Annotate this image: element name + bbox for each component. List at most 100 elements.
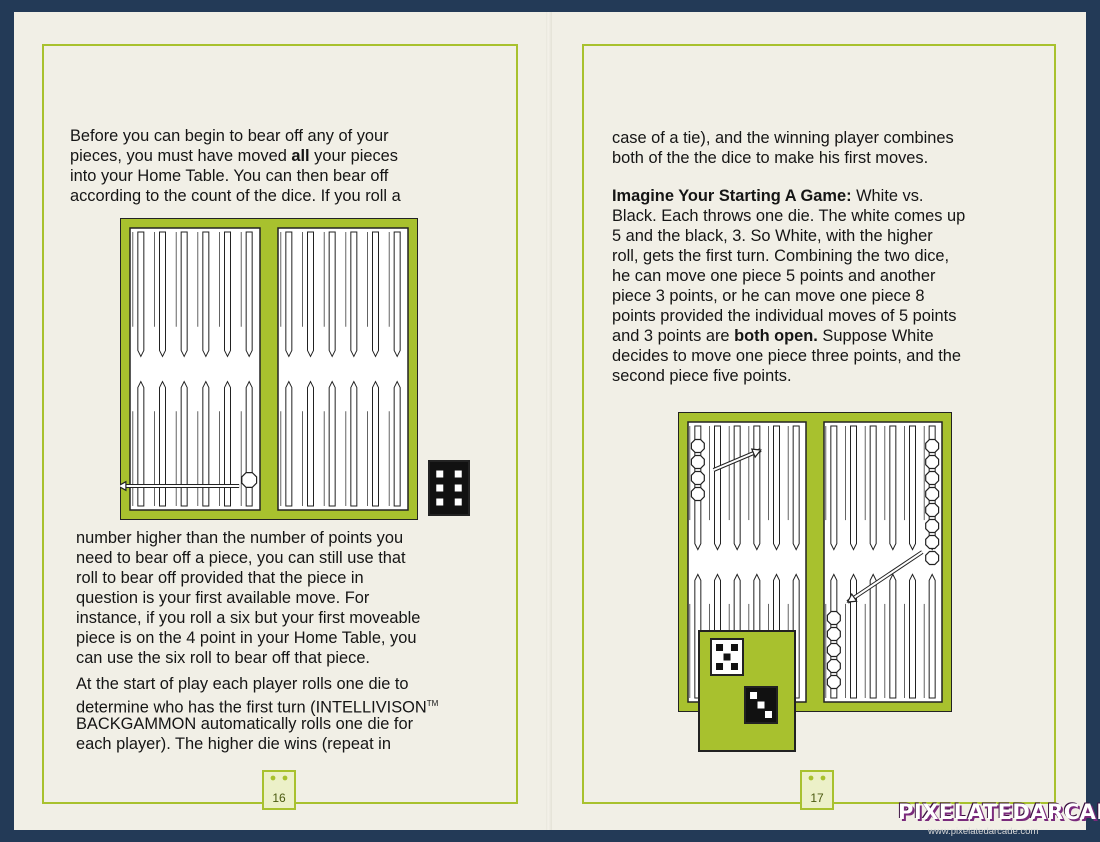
text-line: Before you can begin to bear off any of … [70,127,389,145]
text-line: second piece five points. [612,367,792,385]
text-line: piece is on the 4 point in your Home Tab… [76,629,417,647]
text-line: decides to move one piece three points, … [612,347,961,365]
board-point [159,380,166,507]
checker [690,454,705,470]
move-arrow-head [846,592,858,603]
checker [925,454,940,470]
text-line: need to bear off a piece, you can still … [76,549,406,567]
text-line: Imagine Your Starting A Game: White vs. [612,187,924,205]
page-number-badge: 17 [800,770,834,810]
board-half [823,421,943,703]
board-point [869,425,877,551]
checker [925,438,940,454]
text-line: number higher than the number of points … [76,529,404,547]
board-point [245,231,253,358]
board-point [733,425,741,551]
move-arrow-head [750,448,762,459]
checker [826,674,841,690]
checker [925,486,940,502]
board-point [224,380,231,507]
text-line: both of the the dice to make his first m… [612,149,929,167]
board-half [277,227,409,511]
die-pip [436,470,444,478]
board-point [393,380,401,507]
board-point [909,573,916,699]
board-point [372,380,379,507]
checker [690,438,705,454]
board-point [714,425,721,551]
board-point [792,425,800,551]
text-line: question is your first available move. F… [76,589,370,607]
move-arrow-core [847,551,923,603]
board-point [307,231,314,358]
trademark-mark: TM [426,699,439,708]
checker [925,470,940,486]
checker [826,658,841,674]
board-point [307,380,314,507]
die-pip [723,653,731,661]
board-point [850,425,857,551]
dice-roll-inset [698,630,796,752]
page-number-badge: 16 [262,770,296,810]
text-line: determine who has the first turn (INTELL… [76,698,439,717]
die-pips-icon [270,775,288,781]
page-number: 17 [810,791,824,805]
board-point [350,231,358,358]
board-point [869,573,877,699]
text-line: can use the six roll to bear off that pi… [76,649,370,667]
watermark-url: www.pixelatedarcade.com [928,826,1039,837]
die-pip [757,701,765,709]
text-line: piece 3 points, or he can move one piece… [612,287,925,305]
text-line: he can move one piece 5 points and anoth… [612,267,936,285]
text-line: 5 and the black, 3. So White, with the h… [612,227,933,245]
checker [925,550,940,566]
board-point [393,231,401,358]
board-point [372,231,379,358]
die-pips-icon [808,775,826,781]
die-pip [436,484,444,492]
text-line: roll, gets the first turn. Combining the… [612,247,950,265]
checker [690,470,705,486]
text-line: according to the count of the dice. If y… [70,187,401,205]
text-line: BACKGAMMON automatically rolls one die f… [76,715,414,733]
die-five-icon [710,638,744,676]
die-six-icon [428,460,470,516]
text-line: case of a tie), and the winning player c… [612,129,954,147]
move-arrow-core [713,449,762,471]
text-line: and 3 points are both open. Suppose Whit… [612,327,934,345]
board-point [773,425,780,551]
die-pip [764,711,772,718]
board-point [328,380,336,507]
board-point [202,231,210,358]
die-pip [730,663,738,670]
board-point [830,573,838,699]
board-point [180,380,188,507]
checker [690,486,705,502]
board-half [129,227,261,511]
die-pip [750,692,758,699]
board-point [202,380,210,507]
die-pip [436,498,444,506]
die-pip [716,663,724,670]
board-point [909,425,916,551]
text-line: each player). The higher die wins (repea… [76,735,391,753]
backgammon-board-diagram [678,412,952,712]
board-point [285,380,293,507]
checker [925,518,940,534]
board-point [137,231,145,358]
backgammon-board-diagram [120,218,418,520]
board-point [159,231,166,358]
checker [925,502,940,518]
board-point [928,573,936,699]
page-right: case of a tie), and the winning player c… [552,12,1086,830]
board-point [694,425,702,551]
board-point [830,425,838,551]
checker [826,610,841,626]
board-point [137,380,145,507]
die-pip [730,644,738,651]
move-arrow-head [120,480,127,492]
die-face [428,460,470,516]
board-point [245,380,253,507]
text-line: roll to bear off provided that the piece… [76,569,364,587]
board-point [350,380,358,507]
